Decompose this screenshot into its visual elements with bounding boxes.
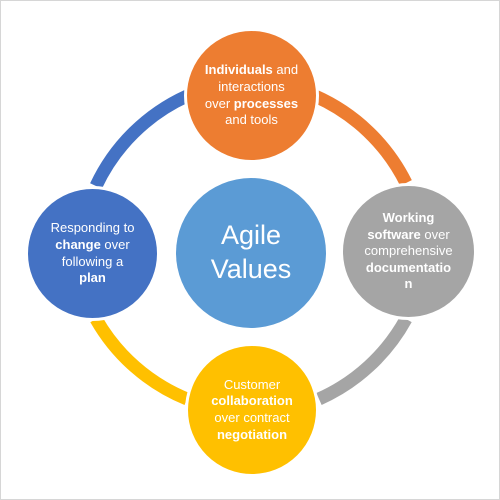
value-label-line: comprehensive (355, 243, 463, 260)
value-label-line: Working (355, 210, 463, 227)
ring-arc-bottom-left (90, 315, 190, 406)
value-label-bold-run: collaboration (211, 393, 293, 409)
value-label-bold-run: Individuals (204, 62, 273, 78)
value-label-bold-run: processes (233, 95, 299, 111)
ring-arc-top-right (312, 90, 412, 186)
value-label-run: Customer (223, 376, 281, 392)
value-label-bold-run: software (367, 226, 421, 242)
value-label-line: Responding to (45, 220, 141, 237)
value-label-run: and (272, 62, 299, 78)
value-label-line: plan (45, 270, 141, 287)
value-label-run: comprehensive (364, 243, 453, 259)
value-label-run: over (420, 226, 450, 242)
value-label-bold-run: documentatio (365, 259, 452, 275)
value-label-line: Individuals and (202, 62, 302, 79)
value-label-bold-run: change (55, 236, 101, 252)
value-label-line: collaboration (200, 393, 304, 410)
center-title-line-2: Values (210, 254, 292, 284)
value-label-run: interactions (218, 78, 285, 94)
value-label-run: over contract (214, 410, 290, 425)
ring-arc-right-bottom (316, 315, 412, 405)
value-label-line: over contract (200, 410, 304, 427)
value-label-line: and tools (202, 112, 302, 129)
value-label-line: software over (355, 227, 463, 244)
value-label-bold-run: Working (382, 209, 435, 225)
ring-arc-left-top (90, 90, 190, 189)
value-label-run: Responding to (50, 220, 135, 236)
value-label-line: over processes (202, 96, 302, 113)
value-label-line: negotiation (200, 427, 304, 444)
value-label-line: Customer (200, 377, 304, 394)
value-label-run: following a (61, 253, 124, 269)
value-label-run: over (204, 95, 234, 111)
value-label-line: n (355, 276, 463, 293)
value-label-bold-run: negotiation (216, 426, 288, 442)
value-label-line: interactions (202, 79, 302, 96)
value-label-line: documentatio (355, 260, 463, 277)
value-label-run: over (100, 236, 130, 252)
value-label-bold-run: n (404, 276, 413, 292)
value-label-line: following a (45, 254, 141, 271)
center-title-line-1: Agile (220, 220, 282, 251)
value-label-line: change over (45, 237, 141, 254)
value-label-run: and tools (225, 112, 278, 128)
value-label-bold-run: plan (79, 270, 106, 286)
center-circle: Agile Values (176, 178, 326, 328)
